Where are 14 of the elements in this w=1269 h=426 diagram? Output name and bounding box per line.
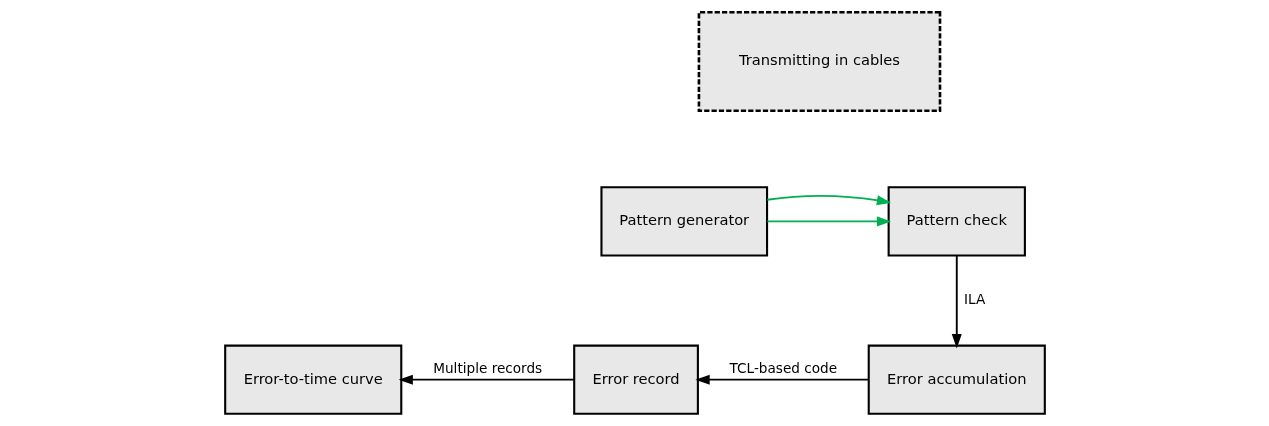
node-box: Error record <box>572 344 699 415</box>
edge-label: ILA <box>963 291 985 308</box>
node-box: Transmitting in cables <box>697 10 941 113</box>
arrow <box>951 254 962 349</box>
arrow <box>694 374 870 385</box>
node-box: Error-to-time curve <box>223 344 402 415</box>
arrow <box>765 216 891 227</box>
edge-label: Multiple records <box>432 359 542 376</box>
node-box: Pattern generator <box>599 186 768 257</box>
edge-label: TCL-based code <box>729 359 837 376</box>
node-box: Pattern check <box>887 186 1026 257</box>
node-box: Error accumulation <box>867 344 1046 415</box>
arrow <box>765 194 891 206</box>
arrow <box>398 374 575 385</box>
